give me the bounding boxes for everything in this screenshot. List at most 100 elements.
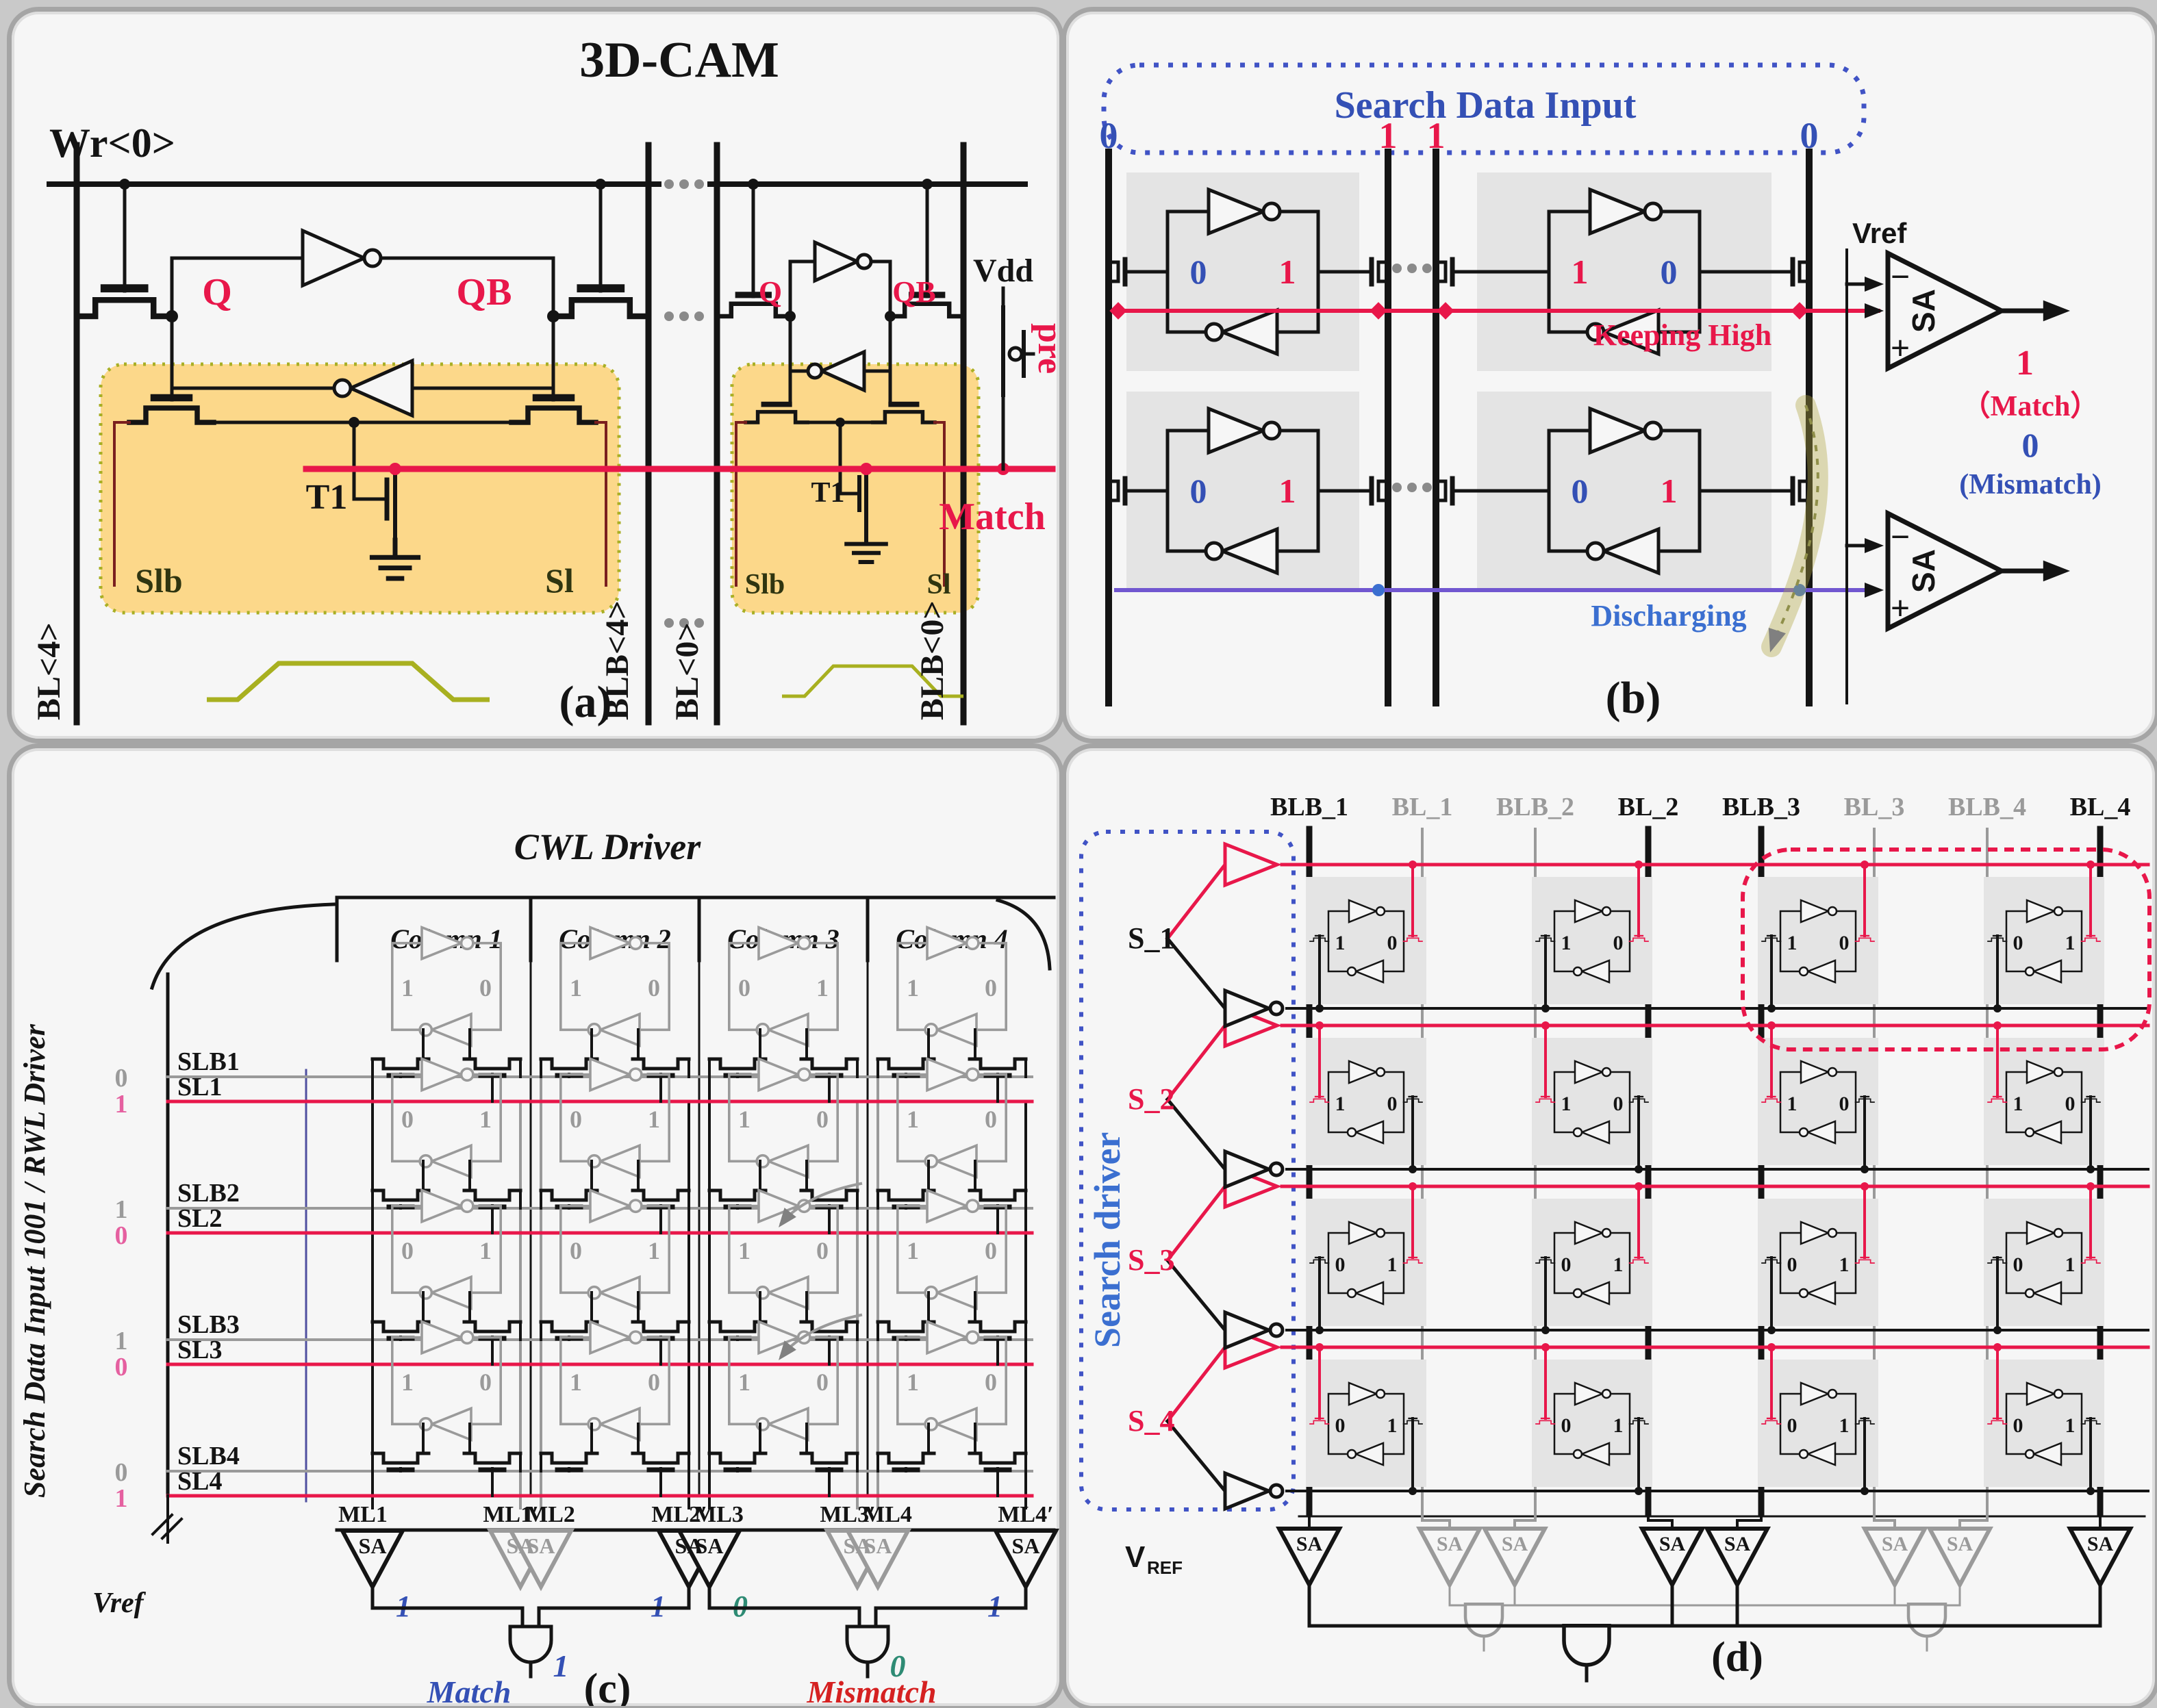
- cell-value: 1: [1387, 1253, 1398, 1276]
- sa-label: SA: [1502, 1533, 1528, 1555]
- selected-cells-outline: [1741, 847, 2152, 1051]
- blb0-label: BLB<0>: [914, 600, 950, 720]
- ml-label: ML4′: [998, 1502, 1053, 1527]
- cell-value: 1: [816, 974, 829, 1002]
- bitlines: [1306, 826, 2104, 1517]
- search-block-right: [730, 362, 981, 615]
- cell-value: 1: [648, 1106, 660, 1133]
- cell-value: 0: [816, 1106, 829, 1133]
- cell-value: 1: [1613, 1414, 1624, 1437]
- cell-value: 0: [1387, 1093, 1398, 1115]
- search-data-rwl-driver-label: Search Data Input 1001 / RWL Driver: [18, 1023, 51, 1498]
- cell-value: 1: [648, 1237, 660, 1264]
- caption-c: (c): [584, 1666, 631, 1708]
- bitline-label: BL_4: [2070, 793, 2131, 821]
- row-bit: 0: [115, 1458, 128, 1487]
- cell-value: 1: [1561, 932, 1572, 954]
- row-bit: 1: [115, 1484, 128, 1513]
- plus-input: +: [1891, 329, 1910, 367]
- sa-label: SA: [1882, 1533, 1908, 1555]
- bitline-labels: BLB_1 BL_1 BLB_2 BL_2 BLB_3 BL_3 BLB_4 B…: [1270, 793, 2130, 821]
- row-label: SL1: [177, 1073, 222, 1101]
- cell-value: 0: [479, 1368, 492, 1396]
- column-wires-unused: [519, 1075, 879, 1509]
- s-line-label: S_4: [1128, 1404, 1174, 1438]
- sense-amp-row: [1279, 1529, 2130, 1585]
- sa-label: SA: [2087, 1533, 2114, 1555]
- row-bit: 0: [115, 1064, 128, 1093]
- cell-value: 1: [1279, 472, 1296, 510]
- cell-value: 0: [2013, 1253, 2023, 1276]
- match-label: Match: [939, 496, 1046, 538]
- sa-labels: SA SA SA SA SA SA SA SA: [1296, 1533, 2114, 1555]
- bitline-label: BLB_1: [1270, 793, 1348, 821]
- search-line-rows: [166, 1075, 1034, 1498]
- sa-labels: SA SA SA SA SA SA SA SA: [359, 1533, 1040, 1558]
- sa-label: SA: [507, 1533, 535, 1558]
- row-label: SLB4: [177, 1442, 240, 1470]
- cell-value: 0: [401, 1237, 414, 1264]
- cell-value: 1: [1335, 1093, 1346, 1115]
- cell-value: 0: [1190, 472, 1207, 510]
- row-label: SL3: [177, 1336, 222, 1364]
- cell-value: 0: [570, 1237, 582, 1264]
- vref-label: Vref: [92, 1588, 147, 1619]
- cell-value: 0: [1839, 1093, 1850, 1115]
- cell-value: 1: [2065, 932, 2076, 954]
- sa-label: SA: [1947, 1533, 1973, 1555]
- sa-label: SA: [527, 1533, 555, 1558]
- vref-label: V: [1125, 1540, 1146, 1574]
- cell-value: 0: [816, 1237, 829, 1264]
- cell-value: 1: [907, 1237, 919, 1264]
- cell-value: 1: [1839, 1414, 1850, 1437]
- cell-value: 1: [907, 1106, 919, 1133]
- row-bit: 0: [115, 1353, 128, 1381]
- row-label: SLB2: [177, 1179, 240, 1208]
- row-bit: 1: [115, 1090, 128, 1119]
- match-and-gate: [370, 1585, 691, 1679]
- keeping-high-label: Keeping High: [1593, 318, 1771, 352]
- cell-value: 0: [2065, 1093, 2076, 1115]
- brace-arcs: [149, 897, 1052, 991]
- cell-value: 0: [1613, 1093, 1624, 1115]
- bitline-label: BL_2: [1618, 793, 1679, 821]
- cell-value: 0: [648, 1368, 660, 1396]
- cell-value: 1: [1787, 1093, 1798, 1115]
- sl-label: Sl: [926, 569, 950, 600]
- caption-b: (b): [1606, 673, 1661, 723]
- t1-transistor-label: T1: [306, 478, 348, 517]
- cam-cell-left: [77, 142, 648, 726]
- ml-label: ML2: [526, 1502, 575, 1527]
- sa-label: SA: [864, 1533, 892, 1558]
- sa-label: SA: [1906, 549, 1941, 593]
- cell-value: 1: [2065, 1414, 2076, 1437]
- cell-value: 0: [985, 1368, 997, 1396]
- row-label: SLB1: [177, 1047, 240, 1076]
- cam-cells: [1109, 190, 1809, 573]
- cam-cell-right: [717, 142, 963, 726]
- cell-value: 1: [1335, 932, 1346, 954]
- cell-value: 0: [1561, 1253, 1572, 1276]
- ellipsis-icon: [664, 311, 704, 321]
- ellipsis-icon: [1392, 264, 1432, 273]
- sa-label: SA: [1906, 289, 1941, 333]
- search-driver-box: [1079, 830, 1296, 1512]
- ml-label: ML3′: [820, 1502, 875, 1527]
- cell-value: 1: [2013, 1093, 2023, 1115]
- qb-node-label: QB: [892, 275, 936, 309]
- cell-value: 1: [738, 1237, 750, 1264]
- q-node-label: Q: [759, 275, 782, 309]
- sa-label: SA: [1724, 1533, 1751, 1555]
- unused-and-network: [1448, 1583, 1961, 1652]
- s-line-label: S_1: [1128, 921, 1174, 955]
- sa-label: SA: [1012, 1533, 1040, 1558]
- cell-value: 0: [816, 1368, 829, 1396]
- mismatch-and-gate: [707, 1585, 1028, 1679]
- sl-label: Sl: [545, 561, 574, 600]
- cell-value: 0: [2013, 1414, 2023, 1437]
- cell-value: 0: [1839, 932, 1850, 954]
- sa-connections: [1308, 1512, 2102, 1530]
- bl4-label: BL<4>: [31, 622, 67, 720]
- cell-value: 0: [570, 1106, 582, 1133]
- blb4-label: BLB<4>: [599, 600, 635, 720]
